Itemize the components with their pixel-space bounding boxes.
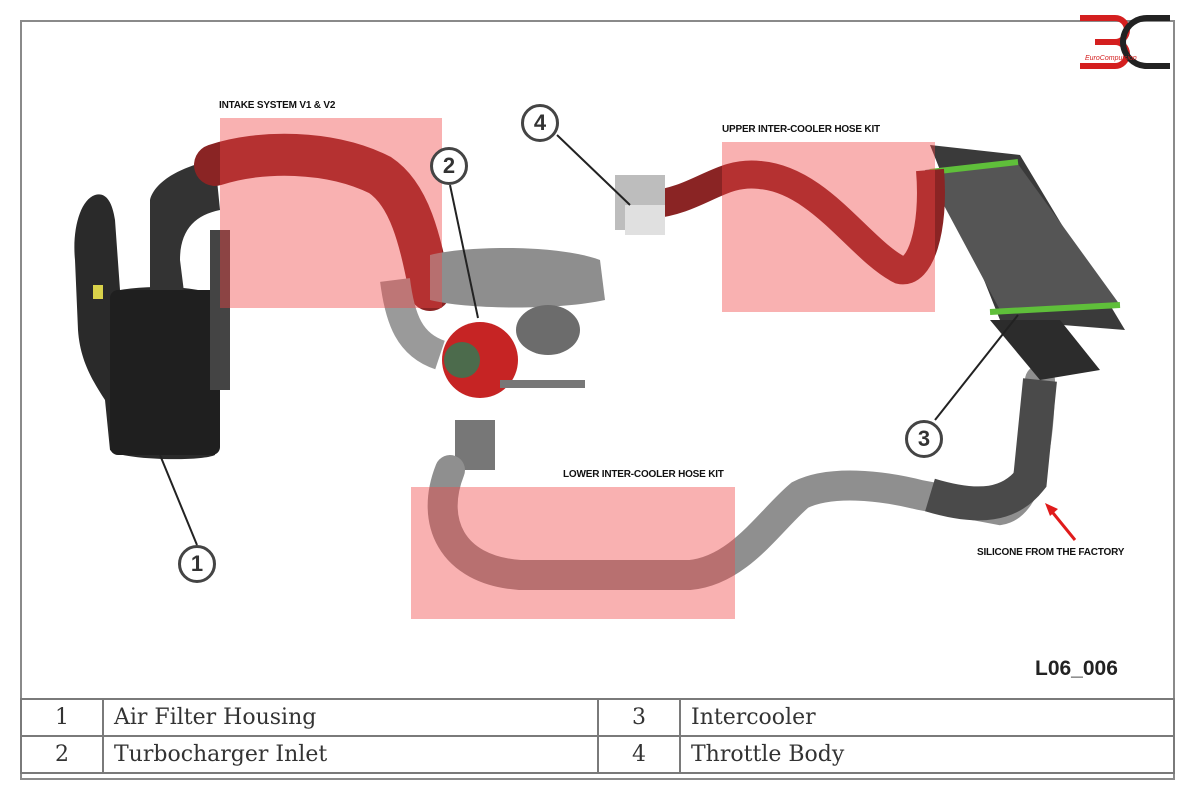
figure-code: L06_006 [1035,657,1118,680]
legend-name: Intercooler [679,698,1175,737]
callout-lower-label: LOWER INTER-COOLER HOSE KIT [563,469,724,480]
air-filter-housing-drawing [74,160,230,460]
legend-num: 3 [597,698,681,737]
badge-2: 2 [430,147,468,185]
legend-name: Throttle Body [679,735,1175,774]
upper-hose-highlight [722,142,935,312]
table-row: 1 Air Filter Housing 3 Intercooler [20,698,1175,737]
legend-num: 1 [20,698,104,737]
callout-intake-label: INTAKE SYSTEM V1 & V2 [219,100,336,111]
turbo-drawing [430,248,605,470]
badge-1: 1 [178,545,216,583]
table-row: 2 Turbocharger Inlet 4 Throttle Body [20,735,1175,774]
logo-wordmark: EuroCompulsion [1085,55,1137,62]
legend-num: 2 [20,735,104,774]
legend-name: Turbocharger Inlet [102,735,599,774]
callout-upper-label: UPPER INTER-COOLER HOSE KIT [722,124,880,135]
badge-3: 3 [905,420,943,458]
intercooler-drawing [925,145,1125,380]
legend-table: 1 Air Filter Housing 3 Intercooler 2 Tur… [20,698,1175,774]
intake-highlight [220,118,442,308]
badge-4: 4 [521,104,559,142]
lower-hose-highlight [411,487,735,619]
legend-num: 4 [597,735,681,774]
callout-silicone-label: SILICONE FROM THE FACTORY [977,547,1125,558]
eurocompulsion-logo [1080,15,1170,69]
legend-name: Air Filter Housing [102,698,599,737]
